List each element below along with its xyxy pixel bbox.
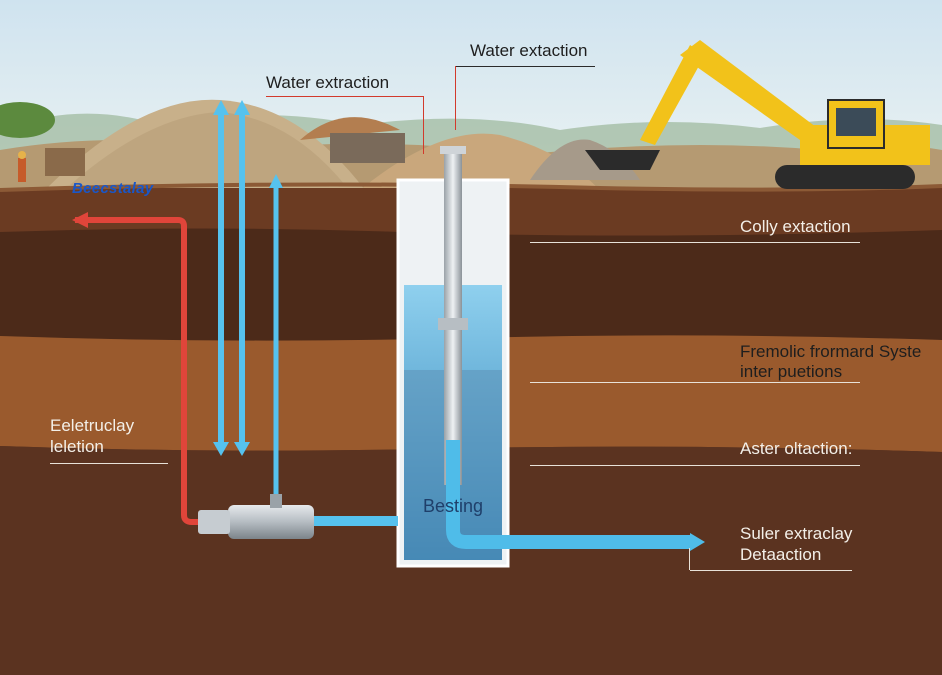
blue-arrow-down-1: [213, 442, 229, 456]
label-right-4b: Detaaction: [740, 545, 822, 564]
site-building: [330, 133, 405, 163]
excavator-window: [836, 108, 876, 136]
leader-right-4: [690, 570, 852, 571]
label-right-1: Colly extaction: [740, 217, 851, 236]
leader-right-3: [530, 465, 860, 466]
site-shed: [45, 148, 85, 176]
callout-water-extraction-left: Water extraction: [266, 73, 390, 92]
label-right-4a: Suler extraclay: [740, 524, 853, 543]
label-right-3: Aster oltaction:: [740, 439, 853, 458]
leader-right-1: [530, 242, 860, 243]
label-left-mid-b: leletion: [50, 437, 104, 456]
dirt-hill-back: [300, 117, 400, 140]
worker-head: [18, 151, 26, 159]
valve-flange: [198, 510, 230, 534]
excavator-tracks: [775, 165, 915, 189]
excavator-boom: [680, 40, 820, 140]
excavator-arm: [640, 45, 705, 145]
leader-right-4-drop: [689, 548, 690, 570]
well-label: Besting: [423, 496, 484, 516]
blue-arrow-up-2: [234, 100, 250, 115]
excavator-bucket: [585, 150, 660, 170]
surface-edge: [0, 182, 942, 192]
leader-left-drop: [423, 96, 424, 154]
label-right-2a: Fremolic frormard Syste: [740, 342, 922, 361]
blue-arrow-up-1: [213, 100, 229, 115]
label-surface: Beecstalay: [72, 180, 154, 197]
leader-right: [455, 66, 595, 67]
label-left-mid-a: Eeletruclay: [50, 416, 135, 435]
callout-water-extraction-right: Water extaction: [470, 41, 588, 60]
blue-arrow-up-3: [269, 174, 283, 188]
red-pipe: [75, 217, 210, 525]
excavator: [585, 40, 930, 189]
leader-right-drop: [455, 66, 456, 130]
tree-cluster: [0, 102, 55, 138]
pipe-cap: [440, 146, 466, 154]
valve-body: [228, 505, 314, 539]
leader-right-2: [530, 382, 860, 383]
gravel-pile-texture: [70, 112, 345, 185]
outlet-arrowhead: [690, 533, 705, 551]
leader-left-mid: [50, 463, 168, 464]
valve-stem: [270, 494, 282, 508]
worker: [18, 158, 26, 182]
steel-pipe: [444, 150, 462, 485]
leader-left: [266, 96, 424, 97]
well-outlet-pipe: [446, 440, 690, 549]
pipe-coupling: [438, 318, 468, 330]
red-arrowhead: [72, 212, 88, 228]
blue-arrow-down-2: [234, 442, 250, 456]
label-right-2b: inter puetions: [740, 362, 843, 381]
